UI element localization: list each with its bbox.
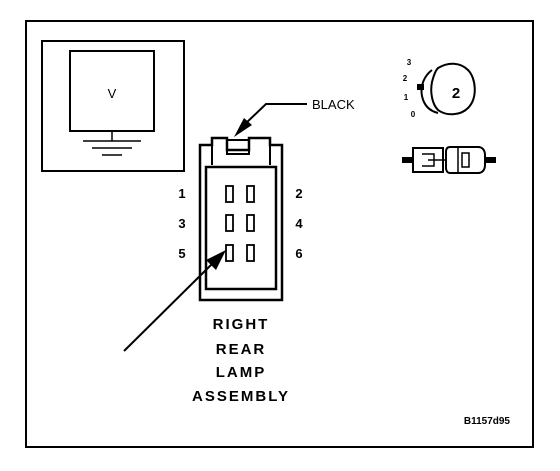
black-wire-callout: BLACK — [234, 97, 355, 137]
probe-line — [123, 262, 214, 352]
switch-value: 2 — [452, 85, 460, 102]
pair-plug-body — [412, 147, 444, 173]
switch-pos-3: 3 — [407, 58, 412, 67]
black-leader-arrowhead — [234, 118, 252, 137]
pair-wire-right — [485, 157, 496, 163]
pin-cavity-3 — [225, 214, 234, 232]
pin-cavity-6 — [246, 244, 255, 262]
black-wire-label: BLACK — [312, 97, 355, 112]
pair-socket-cavity — [461, 152, 470, 168]
connector-shell — [198, 136, 284, 302]
voltmeter-box — [41, 40, 185, 172]
connector-face — [204, 165, 278, 291]
voltmeter: V — [41, 40, 185, 172]
voltmeter-symbol: V — [108, 86, 117, 101]
switch-arc-left — [420, 69, 439, 114]
switch-knob — [430, 62, 476, 116]
connector-pair-icon — [402, 146, 496, 174]
switch-pointer — [417, 84, 424, 90]
component-line-4: ASSEMBLY — [192, 388, 290, 405]
pin-cavity-5 — [225, 244, 234, 262]
pair-wire-left — [402, 157, 413, 163]
probe-arrowhead — [206, 250, 226, 270]
diagram-frame — [25, 20, 534, 448]
switch-pos-0: 0 — [411, 110, 416, 119]
pin-cavity-2 — [246, 185, 255, 203]
probe-arrow — [123, 250, 226, 352]
pin-label-1: 1 — [178, 186, 185, 201]
component-line-3: LAMP — [216, 364, 267, 381]
switch-pos-1: 1 — [404, 93, 409, 102]
connector: 1 2 3 4 5 6 — [178, 136, 303, 302]
pin-label-2: 2 — [295, 186, 302, 201]
component-line-1: RIGHT — [213, 316, 270, 333]
rotary-switch-icon: 3 2 1 0 2 — [403, 58, 476, 119]
switch-pos-2: 2 — [403, 74, 408, 83]
pin-label-6: 6 — [295, 246, 302, 261]
component-line-2: REAR — [216, 341, 267, 358]
pin-cavity-4 — [246, 214, 255, 232]
component-name: RIGHT REAR LAMP ASSEMBLY — [192, 316, 290, 405]
connector-lock-tab — [226, 139, 250, 155]
pin-label-5: 5 — [178, 246, 185, 261]
pin-label-3: 3 — [178, 216, 185, 231]
figure-id: B1157d95 — [464, 416, 511, 427]
pair-socket-body — [445, 146, 486, 174]
pin-cavity-1 — [225, 185, 234, 203]
pin-label-4: 4 — [295, 216, 303, 231]
black-leader-line — [243, 103, 307, 126]
